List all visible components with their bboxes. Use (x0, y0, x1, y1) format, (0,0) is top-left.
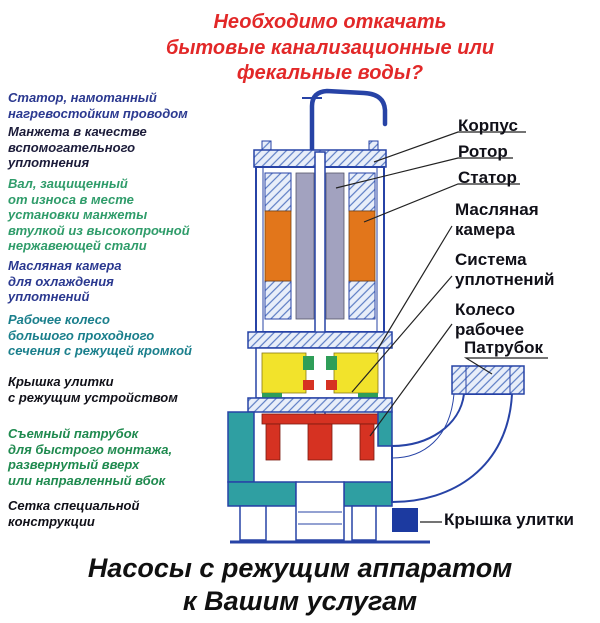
slogan: Насосы с режущим аппаратом к Вашим услуг… (87, 553, 513, 616)
annotation-volute-cover: Крышка улитки с режущим устройством (8, 374, 178, 405)
leader-lines (335, 131, 548, 523)
pump-cross-section (227, 88, 525, 544)
label-stator: Статор (458, 168, 517, 187)
power-cable-icon (302, 88, 388, 155)
annotation-shaft-sleeve: Вал, защищенный от износа в месте устано… (8, 176, 190, 254)
discharge-elbow (391, 365, 525, 504)
bearing-plate (247, 331, 393, 349)
annotation-strainer: Сетка специальной конструкции (8, 498, 140, 529)
headline: Необходимо откачать бытовые канализацион… (165, 11, 495, 85)
leader-stator (363, 183, 520, 223)
label-outlet: Патрубок (464, 338, 544, 357)
stator-coil-right (348, 210, 376, 282)
label-seal-system: Система уплотнений (455, 250, 555, 290)
label-volute-cover: Крышка улитки (444, 510, 574, 529)
leader-impeller (369, 323, 453, 437)
label-rotor: Ротор (458, 142, 508, 161)
volute-cover (392, 508, 418, 532)
annotation-impeller: Рабочее колесо большого проходного сечен… (8, 312, 192, 359)
leader-rotor (335, 157, 513, 189)
label-impeller: Колесо рабочее (455, 300, 525, 340)
annotation-oil-chamber: Масляная камера для охлаждения уплотнени… (8, 258, 122, 305)
suction-strainer (295, 481, 345, 541)
outlet-flange (451, 365, 525, 395)
leader-outlet (463, 357, 548, 375)
volute-casing (227, 411, 393, 507)
seal-plate (247, 397, 393, 413)
rotor-left (295, 172, 315, 320)
impeller (261, 413, 379, 461)
end-winding (348, 280, 376, 320)
leader-seal-system (351, 275, 453, 393)
annotation-removable-outlet: Съемный патрубок для быстрого монтажа, р… (8, 426, 173, 488)
leader-oil-chamber (375, 225, 453, 353)
stator-coil-left (264, 210, 292, 282)
end-winding (264, 172, 292, 212)
annotation-cuff-seal: Манжета в качестве вспомогательного упло… (8, 124, 147, 171)
oil-chamber (255, 347, 385, 402)
rotor-right (325, 172, 345, 320)
label-oil-chamber: Масляная камера (455, 200, 539, 240)
end-winding (348, 172, 376, 212)
annotation-stator-winding: Статор, намотанный нагревостойким провод… (8, 90, 188, 121)
label-housing: Корпус (458, 116, 518, 135)
stand (230, 505, 430, 544)
leader-housing (373, 131, 526, 163)
end-winding (264, 280, 292, 320)
